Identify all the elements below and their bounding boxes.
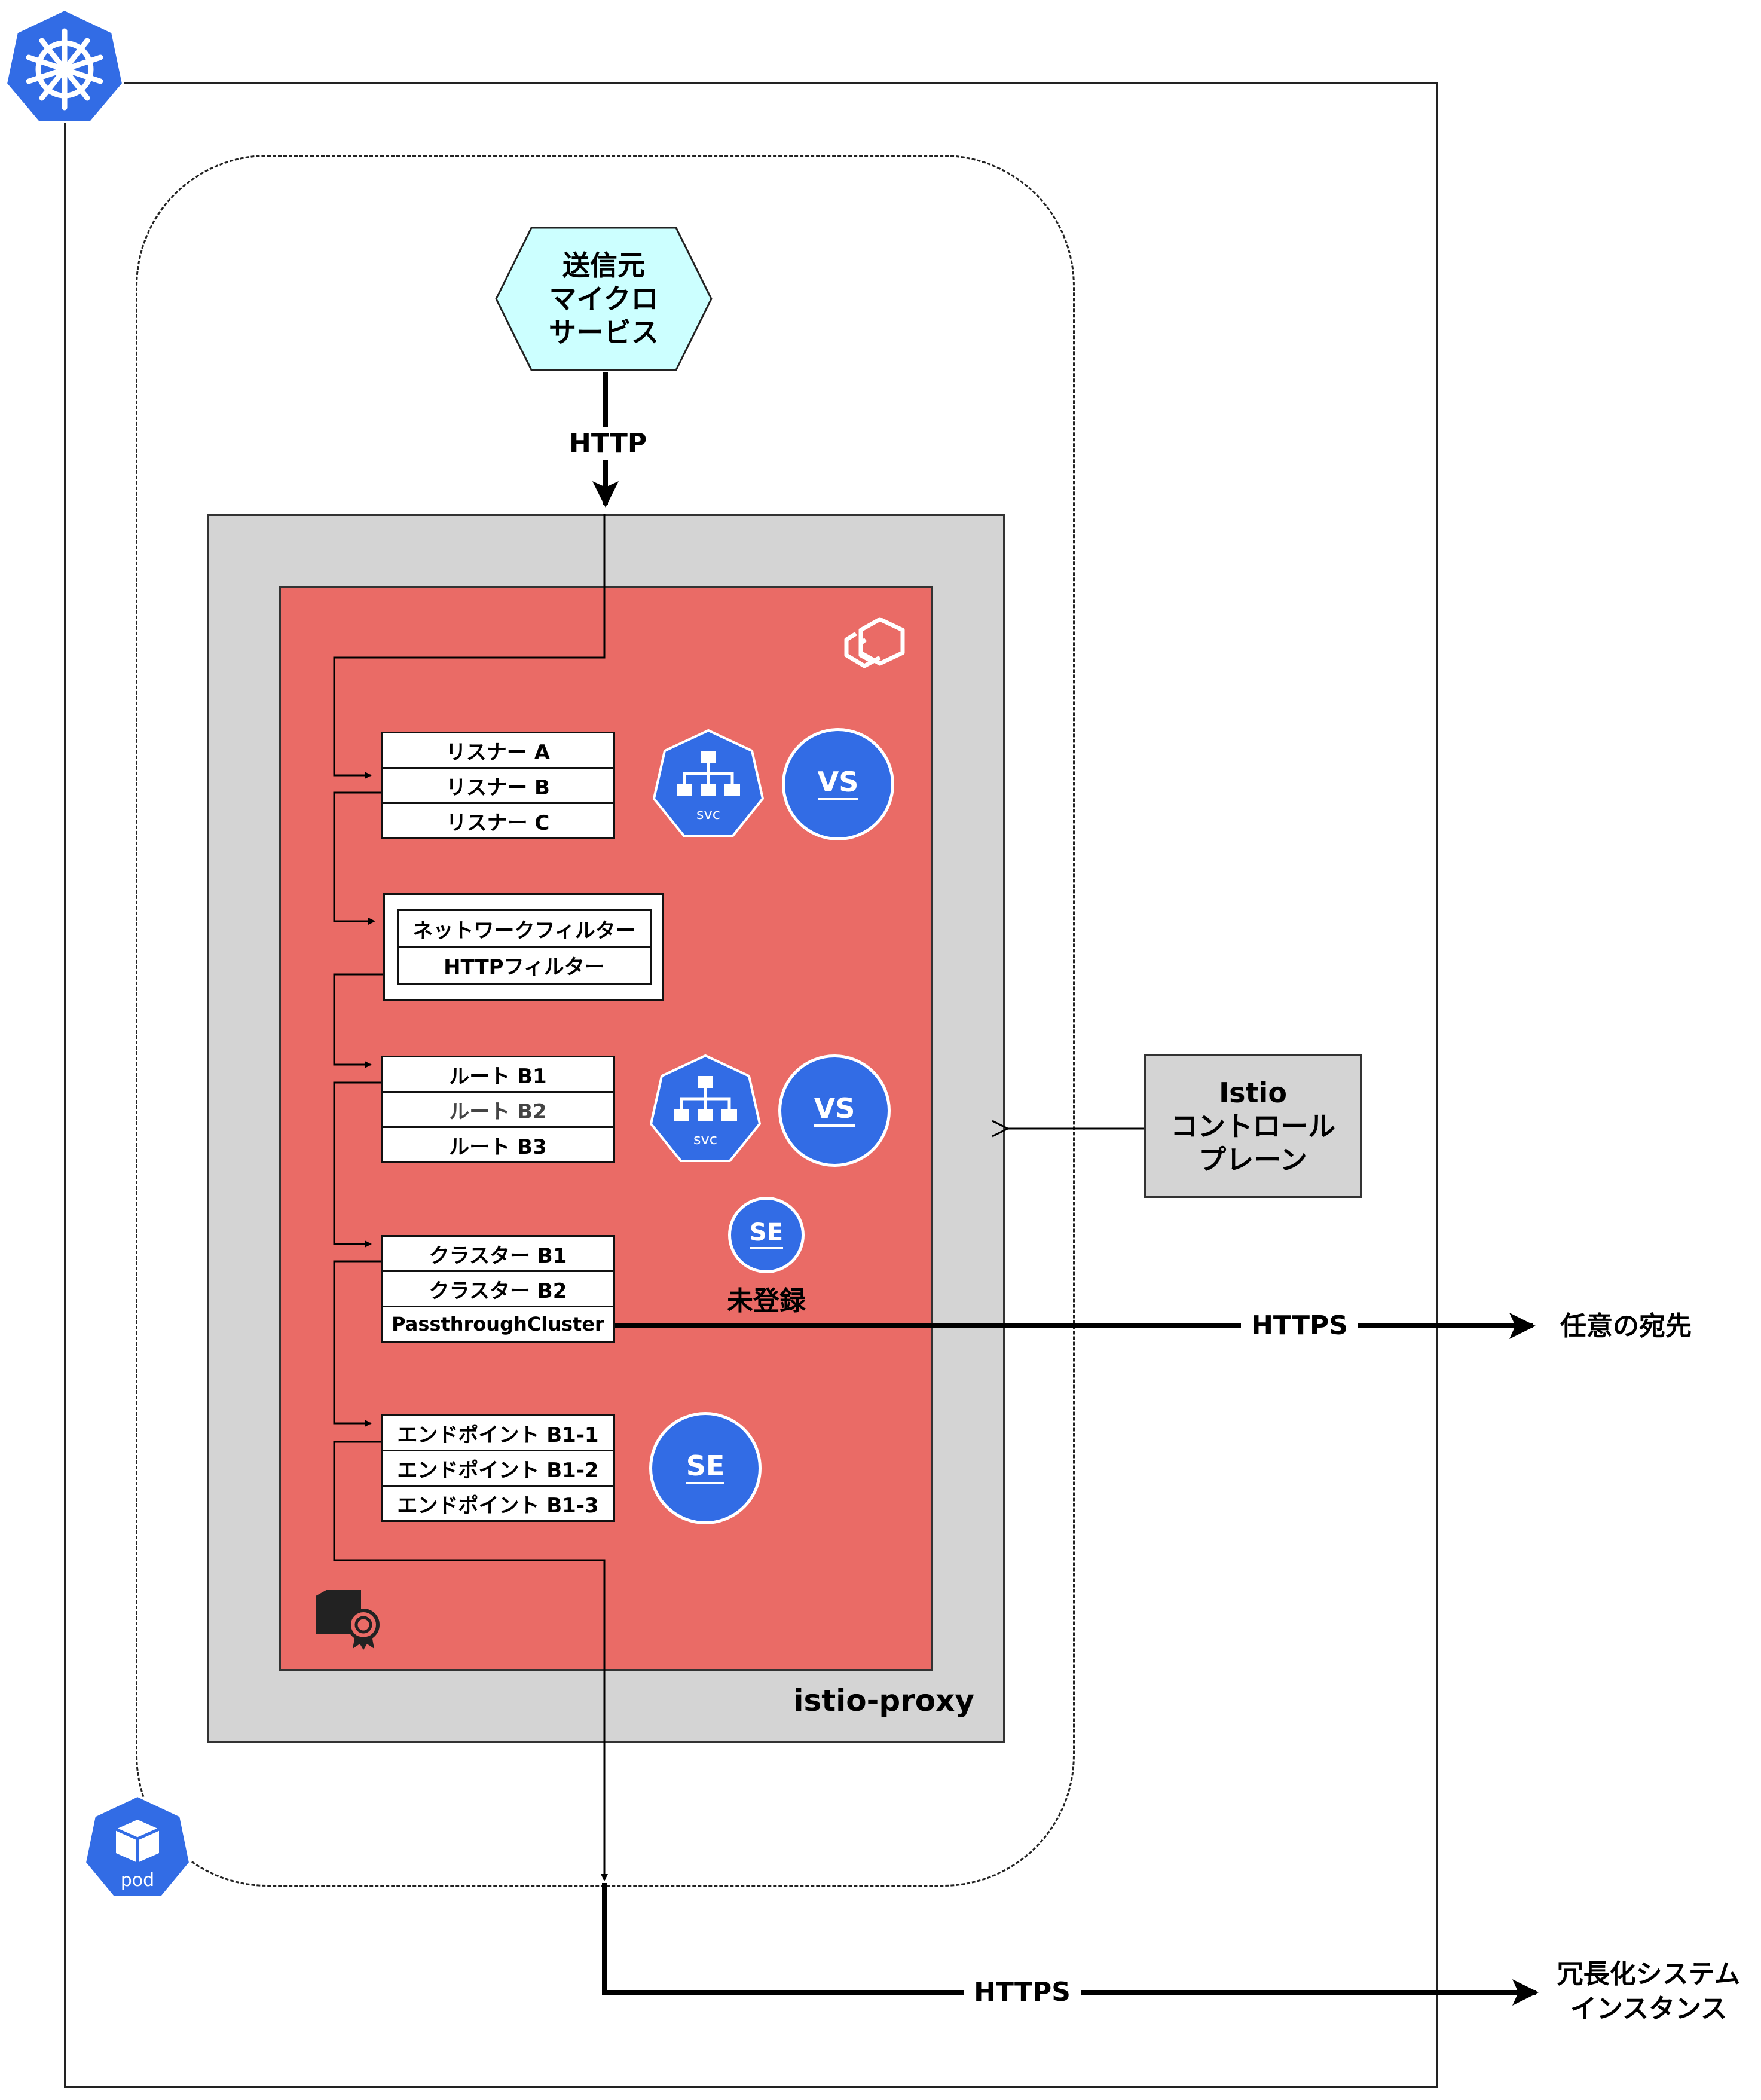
source-line-3: サービス	[549, 316, 659, 349]
passthrough-cluster[interactable]: PassthroughCluster	[392, 1313, 604, 1335]
filters-container: ネットワークフィルター HTTPフィルター	[383, 893, 664, 1001]
redundant-line-1: 冗長化システム	[1557, 1959, 1741, 1989]
control-plane-line-2: コントロール	[1170, 1110, 1335, 1142]
se-small-label: SE	[749, 1221, 784, 1249]
istio-control-plane[interactable]: Istio コントロール プレーン	[1144, 1054, 1362, 1198]
route-b3[interactable]: ルート B3	[449, 1135, 547, 1159]
route-b2[interactable]: ルート B2	[383, 1093, 613, 1128]
any-destination-label: 任意の宛先	[1560, 1311, 1692, 1341]
routes-stack: ルート B1 ルート B2 ルート B3	[381, 1056, 615, 1163]
vs-badge-label: VS	[817, 768, 859, 800]
https-label-redundant: HTTPS	[964, 1976, 1081, 2009]
https-label-passthrough: HTTPS	[1241, 1309, 1358, 1343]
envoy-icon	[838, 616, 910, 670]
redundant-instance-label: 冗長化システム インスタンス	[1547, 1957, 1750, 2026]
listener-a[interactable]: リスナー A	[383, 733, 613, 769]
cluster-b1[interactable]: クラスター B1	[383, 1237, 613, 1272]
listeners-stack: リスナー A リスナー B リスナー C	[381, 732, 615, 839]
svc-icon: svc	[649, 1053, 762, 1163]
vs-badge-label: VS	[814, 1095, 855, 1127]
svc-icon: svc	[652, 728, 765, 838]
listener-b[interactable]: リスナー B	[383, 769, 613, 804]
source-line-2: マイクロ	[549, 283, 659, 315]
control-plane-line-3: プレーン	[1199, 1144, 1307, 1176]
http-filter[interactable]: HTTPフィルター	[444, 955, 605, 980]
service-entry-badge: SE	[649, 1412, 762, 1524]
cluster-b2[interactable]: クラスター B2	[383, 1272, 613, 1307]
control-plane-line-1: Istio	[1219, 1077, 1287, 1109]
http-label: HTTP	[563, 427, 648, 460]
istio-proxy-label: istio-proxy	[793, 1683, 974, 1718]
route-b1[interactable]: ルート B1	[383, 1057, 613, 1093]
endpoints-stack: エンドポイント B1-1 エンドポイント B1-2 エンドポイント B1-3	[381, 1414, 615, 1522]
svc-icon-label: svc	[696, 806, 720, 823]
endpoint-b1-3[interactable]: エンドポイント B1-3	[397, 1493, 599, 1518]
network-filter[interactable]: ネットワークフィルター	[399, 911, 650, 948]
source-microservice: 送信元 マイクロ サービス	[494, 226, 713, 372]
pod-icon: pod	[83, 1793, 192, 1900]
service-entry-badge-small: SE	[728, 1197, 805, 1273]
endpoint-b1-2[interactable]: エンドポイント B1-2	[383, 1451, 613, 1487]
virtual-service-badge: VS	[778, 1054, 891, 1167]
endpoint-b1-1[interactable]: エンドポイント B1-1	[383, 1416, 613, 1451]
se-badge-label: SE	[686, 1452, 725, 1484]
certificate-icon	[313, 1590, 383, 1650]
pod-icon-label: pod	[120, 1870, 155, 1891]
svc-icon-label: svc	[693, 1131, 717, 1148]
listener-c[interactable]: リスナー C	[446, 811, 550, 835]
unregistered-label: 未登録	[727, 1286, 806, 1316]
filters-stack: ネットワークフィルター HTTPフィルター	[397, 909, 652, 985]
kubernetes-icon	[4, 7, 125, 123]
virtual-service-badge: VS	[782, 728, 894, 840]
source-line-1: 送信元	[562, 249, 645, 282]
clusters-stack: クラスター B1 クラスター B2 PassthroughCluster	[381, 1235, 615, 1343]
redundant-line-2: インスタンス	[1570, 1994, 1728, 2024]
